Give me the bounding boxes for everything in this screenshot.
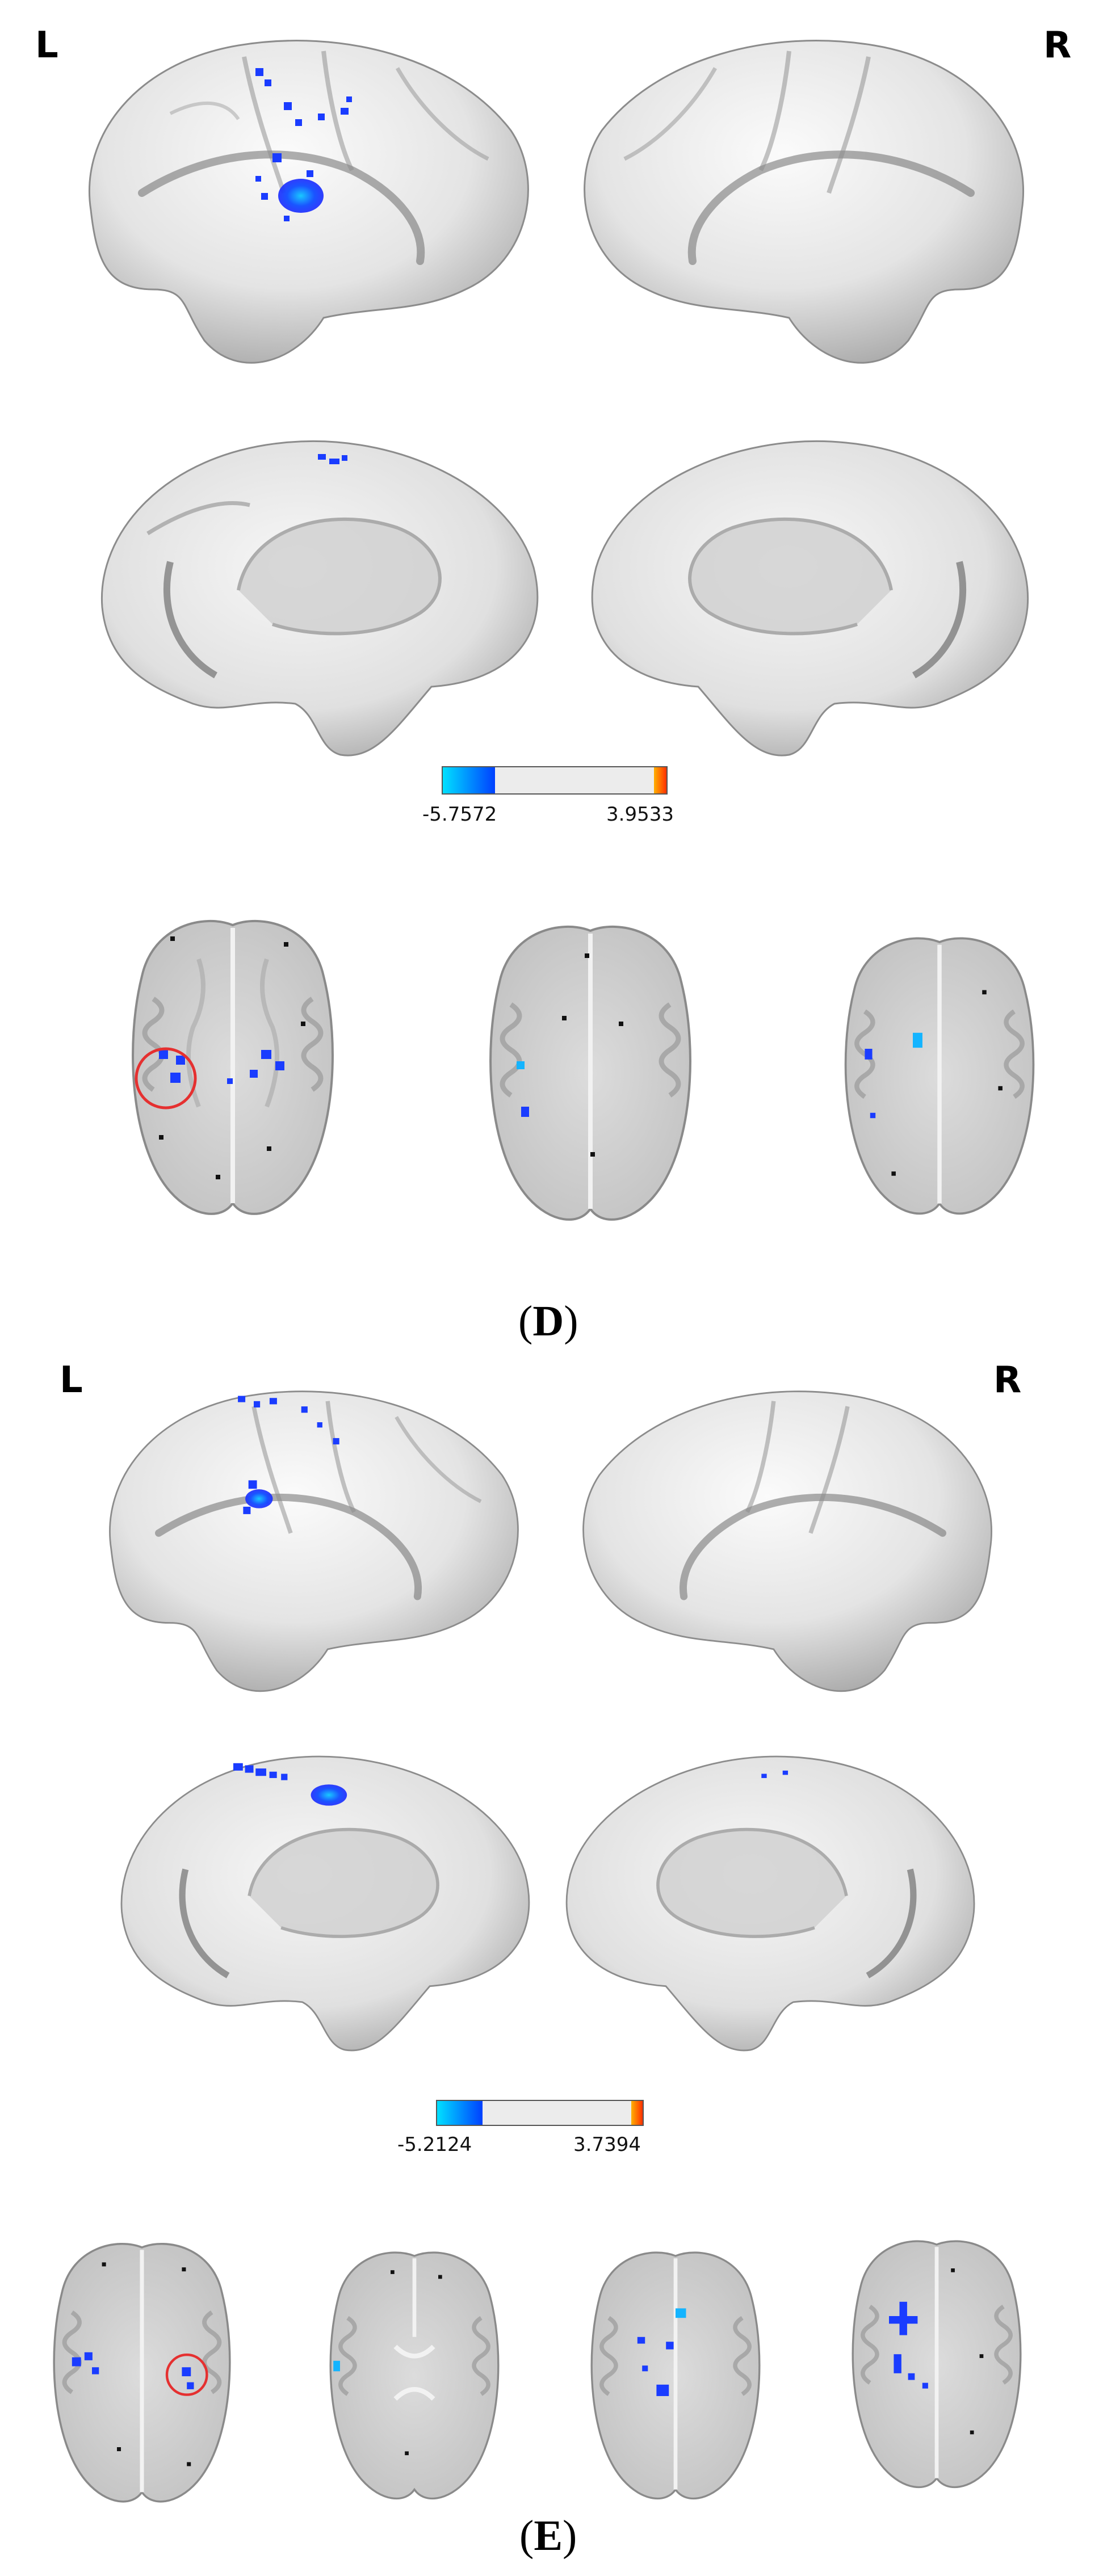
brain-lateral-right-e xyxy=(582,1390,992,1692)
highlight-circle xyxy=(165,2354,208,2396)
axial-slice-e-3 xyxy=(590,2251,761,2500)
right-hemisphere-label: R xyxy=(993,1359,1022,1401)
colorbar-positive-scale xyxy=(631,2101,643,2125)
brain-medial-left-e xyxy=(120,1755,530,2052)
colorbar-min-label: -5.2124 xyxy=(397,2133,472,2156)
colorbar-max-label: 3.9533 xyxy=(606,803,674,826)
colorbar-max-label: 3.7394 xyxy=(573,2133,641,2156)
axial-slice-d-1 xyxy=(132,919,334,1215)
colorbar-min-label: -5.7572 xyxy=(422,803,497,826)
left-hemisphere-label: L xyxy=(60,1359,83,1401)
colorbar-positive-scale xyxy=(654,767,666,793)
colorbar-negative-scale xyxy=(437,2101,483,2125)
panel-label-e: (E) xyxy=(519,2512,577,2560)
right-hemisphere-label: R xyxy=(1043,24,1072,66)
axial-slice-e-1 xyxy=(53,2243,231,2503)
brain-medial-left-d xyxy=(100,440,539,757)
brain-lateral-left-e xyxy=(109,1390,519,1692)
activation-blob xyxy=(278,179,324,213)
axial-slice-e-2 xyxy=(329,2251,500,2500)
colorbar-d xyxy=(442,766,668,795)
brain-medial-right-d xyxy=(591,440,1029,757)
brain-lateral-left-d xyxy=(88,40,529,364)
brain-lateral-right-d xyxy=(584,40,1025,364)
panel-label-d: (D) xyxy=(518,1297,578,1345)
brain-medial-right-e xyxy=(565,1755,975,2052)
axial-slice-d-3 xyxy=(844,937,1035,1215)
colorbar-negative-scale xyxy=(443,767,495,793)
axial-slice-d-2 xyxy=(489,925,691,1221)
left-hemisphere-label: L xyxy=(35,24,58,66)
highlight-circle xyxy=(135,1047,197,1110)
axial-slice-e-4 xyxy=(852,2240,1022,2489)
colorbar-e xyxy=(436,2100,644,2126)
